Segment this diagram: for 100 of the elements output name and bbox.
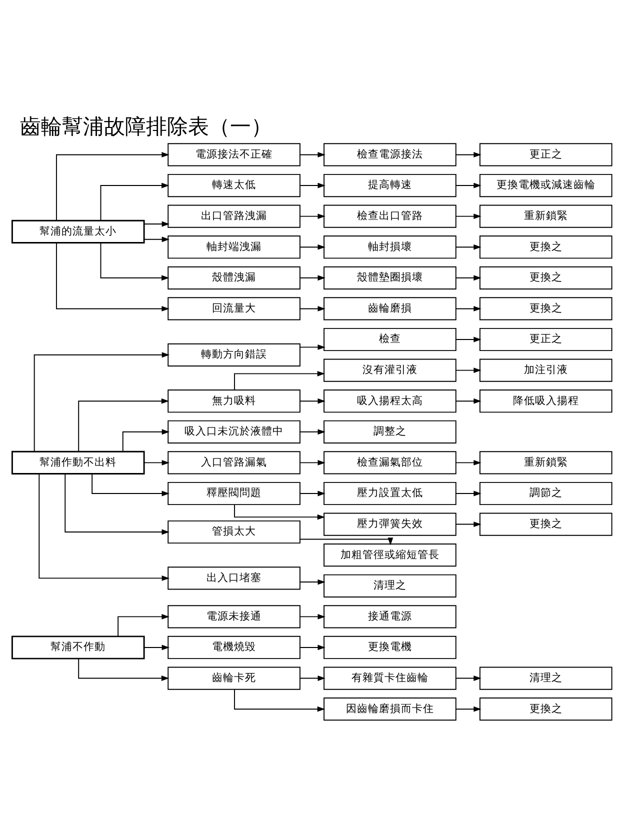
node-box: 幫浦的流量太小	[11, 219, 145, 243]
node-box: 更換之	[479, 296, 612, 320]
node-box: 電源接法不正確	[168, 142, 300, 166]
node-box: 更換之	[479, 266, 612, 289]
arrow	[78, 398, 170, 452]
node-box: 幫浦不作動	[11, 635, 145, 659]
node-box: 更換電機	[324, 635, 456, 659]
node-box: 壓力彈簧失效	[324, 512, 456, 536]
node-box: 檢查出口管路	[324, 204, 456, 228]
arrow	[122, 428, 170, 452]
arrow	[64, 472, 170, 534]
arrow	[78, 658, 170, 680]
arrow	[118, 613, 170, 636]
node-box: 更換之	[479, 512, 612, 536]
arrow	[456, 336, 482, 342]
arrow	[234, 688, 326, 712]
arrow	[300, 578, 326, 584]
arrow	[300, 274, 326, 280]
arrow	[234, 504, 326, 520]
arrow	[456, 367, 482, 372]
node-box: 釋壓閥問題	[168, 481, 300, 505]
node-box: 無力吸料	[168, 389, 300, 412]
node-box: 更正之	[479, 327, 612, 351]
diagram-title: 齒輪幫浦故障排除表（一）	[20, 113, 272, 138]
arrow	[300, 398, 326, 404]
arrow	[56, 152, 170, 220]
arrow	[144, 644, 170, 650]
arrow	[456, 490, 482, 496]
node-box: 提高轉速	[324, 173, 456, 197]
arrow	[456, 306, 482, 311]
node-box: 入口管路漏氣	[168, 450, 300, 474]
node-box: 調節之	[479, 481, 612, 505]
node-box: 電源未接通	[168, 604, 300, 628]
arrow	[456, 460, 482, 465]
node-box: 齒輪卡死	[168, 666, 300, 690]
arrow	[300, 460, 326, 465]
node-box: 檢查漏氣部位	[324, 450, 456, 474]
node-box: 更換電機或減速齒輪	[479, 173, 612, 197]
node-box: 加粗管徑或縮短管長	[324, 543, 456, 566]
node-box: 沒有灌引液	[324, 358, 456, 382]
node-box: 接通電源	[324, 604, 456, 628]
arrow	[34, 352, 170, 452]
node-box: 更換之	[479, 235, 612, 258]
arrow	[144, 460, 170, 465]
node-box: 清理之	[324, 574, 456, 597]
node-box: 齒輪磨損	[324, 296, 456, 320]
arrow	[144, 220, 170, 226]
node-box: 加注引液	[479, 358, 612, 382]
node-box: 清理之	[479, 666, 612, 690]
arrow	[456, 182, 482, 188]
arrow	[300, 244, 326, 250]
arrow	[300, 675, 326, 680]
node-box: 電機燒毀	[168, 635, 300, 659]
arrow	[300, 613, 326, 619]
arrow	[234, 370, 326, 390]
arrow	[38, 472, 170, 580]
arrow	[456, 152, 482, 157]
node-box: 因齒輪磨損而卡住	[324, 697, 456, 720]
arrow	[456, 244, 482, 250]
arrow	[300, 344, 326, 350]
node-box: 管損太大	[168, 520, 300, 544]
node-box: 出口管路洩漏	[168, 204, 300, 228]
node-box: 重新鎖緊	[479, 450, 612, 474]
node-box: 檢查	[324, 327, 456, 351]
arrow	[300, 644, 326, 650]
node-box: 回流量大	[168, 296, 300, 320]
node-box: 吸入口未沉於液體中	[168, 420, 300, 443]
node-box: 檢查電源接法	[324, 142, 456, 166]
node-box: 壓力設置太低	[324, 481, 456, 505]
arrow	[456, 675, 482, 680]
node-box: 重新鎖緊	[479, 204, 612, 228]
node-box: 殼體墊圈損壞	[324, 266, 456, 289]
arrow	[300, 537, 394, 545]
arrow	[456, 521, 482, 526]
arrow	[456, 274, 482, 280]
node-box: 調整之	[324, 420, 456, 443]
arrow	[300, 306, 326, 311]
arrow	[56, 242, 170, 311]
node-box: 更正之	[479, 142, 612, 166]
arrow	[100, 182, 170, 220]
arrow	[300, 428, 326, 434]
node-box: 更換之	[479, 697, 612, 720]
arrow	[300, 490, 326, 496]
node-box: 幫浦作動不出料	[11, 450, 145, 474]
arrow	[300, 213, 326, 219]
arrow	[144, 236, 170, 242]
node-box: 有雜質卡住齒輪	[324, 666, 456, 690]
arrow	[300, 182, 326, 188]
arrow	[456, 213, 482, 219]
node-box: 軸封損壞	[324, 235, 456, 258]
node-box: 出入口堵塞	[168, 566, 300, 590]
arrow	[456, 398, 482, 404]
node-box: 轉動方向錯誤	[168, 342, 300, 366]
arrow	[92, 472, 170, 496]
arrow	[456, 706, 482, 712]
arrow	[300, 152, 326, 157]
node-box: 降低吸入揚程	[479, 389, 612, 412]
node-box: 殼體洩漏	[168, 266, 300, 289]
node-box: 軸封端洩漏	[168, 235, 300, 258]
node-box: 轉速太低	[168, 173, 300, 197]
